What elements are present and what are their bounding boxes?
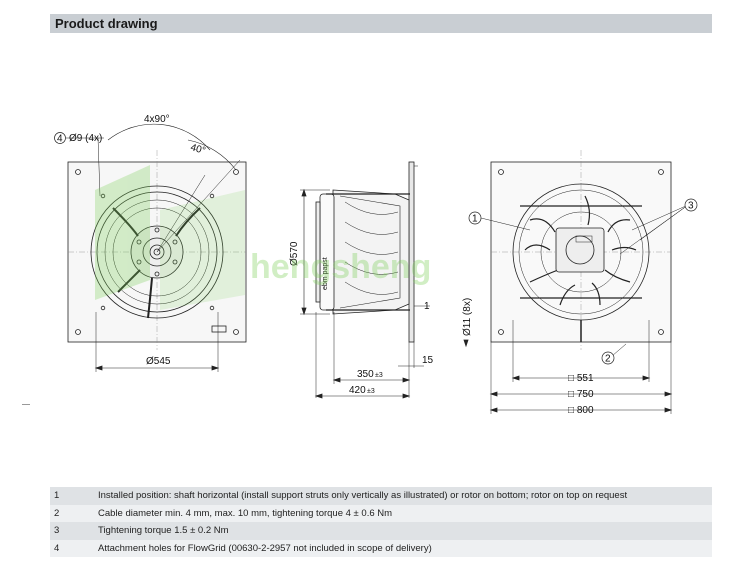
note-text: Attachment holes for FlowGrid (00630-2-2… [98, 542, 432, 554]
watermark-text: hengsheng [250, 248, 431, 286]
section-header: Product drawing [50, 14, 712, 33]
angle-spacing-label: 4x90° [144, 114, 170, 125]
note-number: 2 [54, 507, 60, 519]
note-number: 1 [54, 490, 60, 502]
margin-mark [22, 404, 30, 405]
front-callout-1-marker [468, 211, 482, 225]
front-callout-3-marker [684, 198, 698, 212]
note-number: 3 [54, 525, 60, 537]
note-text: Installed position: shaft horizontal (in… [98, 490, 628, 502]
side-callout-1: 1 [424, 301, 430, 312]
front-callout-2: 2 [605, 354, 611, 365]
front-view [480, 150, 689, 414]
depth-420-label: 420 [349, 385, 366, 396]
front-callout-3: 3 [688, 201, 694, 212]
product-drawing: 4x90° 40° 4 Ø9 (4x) Ø545 [54, 114, 698, 416]
left-view [67, 123, 247, 372]
front-callout-1: 1 [472, 214, 478, 225]
side-hole-label: Ø11 (8x) [462, 298, 473, 336]
square-800-label: □ 800 [568, 405, 594, 416]
watermark-logo [95, 165, 245, 310]
callout-4-marker [54, 132, 66, 144]
plate-thickness-label: 15 [422, 355, 434, 366]
depth-420-tol: ±3 [367, 388, 375, 395]
square-750-label: □ 750 [568, 389, 594, 400]
note-text: Cable diameter min. 4 mm, max. 10 mm, ti… [98, 507, 393, 519]
note-number: 4 [54, 542, 60, 554]
height-diameter-label: Ø570 [289, 241, 300, 266]
note-text: Tightening torque 1.5 ± 0.2 Nm [98, 525, 229, 537]
callout-4-number: 4 [57, 134, 63, 145]
angle-offset-label: 40° [189, 142, 206, 157]
note-row: 3 Tightening torque 1.5 ± 0.2 Nm [50, 522, 712, 540]
depth-350-label: 350 [357, 369, 374, 380]
note-row: 4 Attachment holes for FlowGrid (00630-2… [50, 539, 712, 557]
front-callout-2-marker [601, 351, 615, 365]
depth-350-tol: ±3 [375, 372, 383, 379]
square-551-label: □ 551 [568, 373, 594, 384]
notes-table: 1 Installed position: shaft horizontal (… [50, 487, 712, 557]
flange-diameter-label: Ø545 [146, 356, 171, 367]
section-title: Product drawing [55, 16, 158, 31]
note-row: 2 Cable diameter min. 4 mm, max. 10 mm, … [50, 504, 712, 522]
hole-callout-label: Ø9 (4x) [69, 133, 102, 144]
side-view [300, 161, 469, 399]
motor-label: ebm papst [322, 257, 329, 290]
note-row: 1 Installed position: shaft horizontal (… [50, 487, 712, 505]
